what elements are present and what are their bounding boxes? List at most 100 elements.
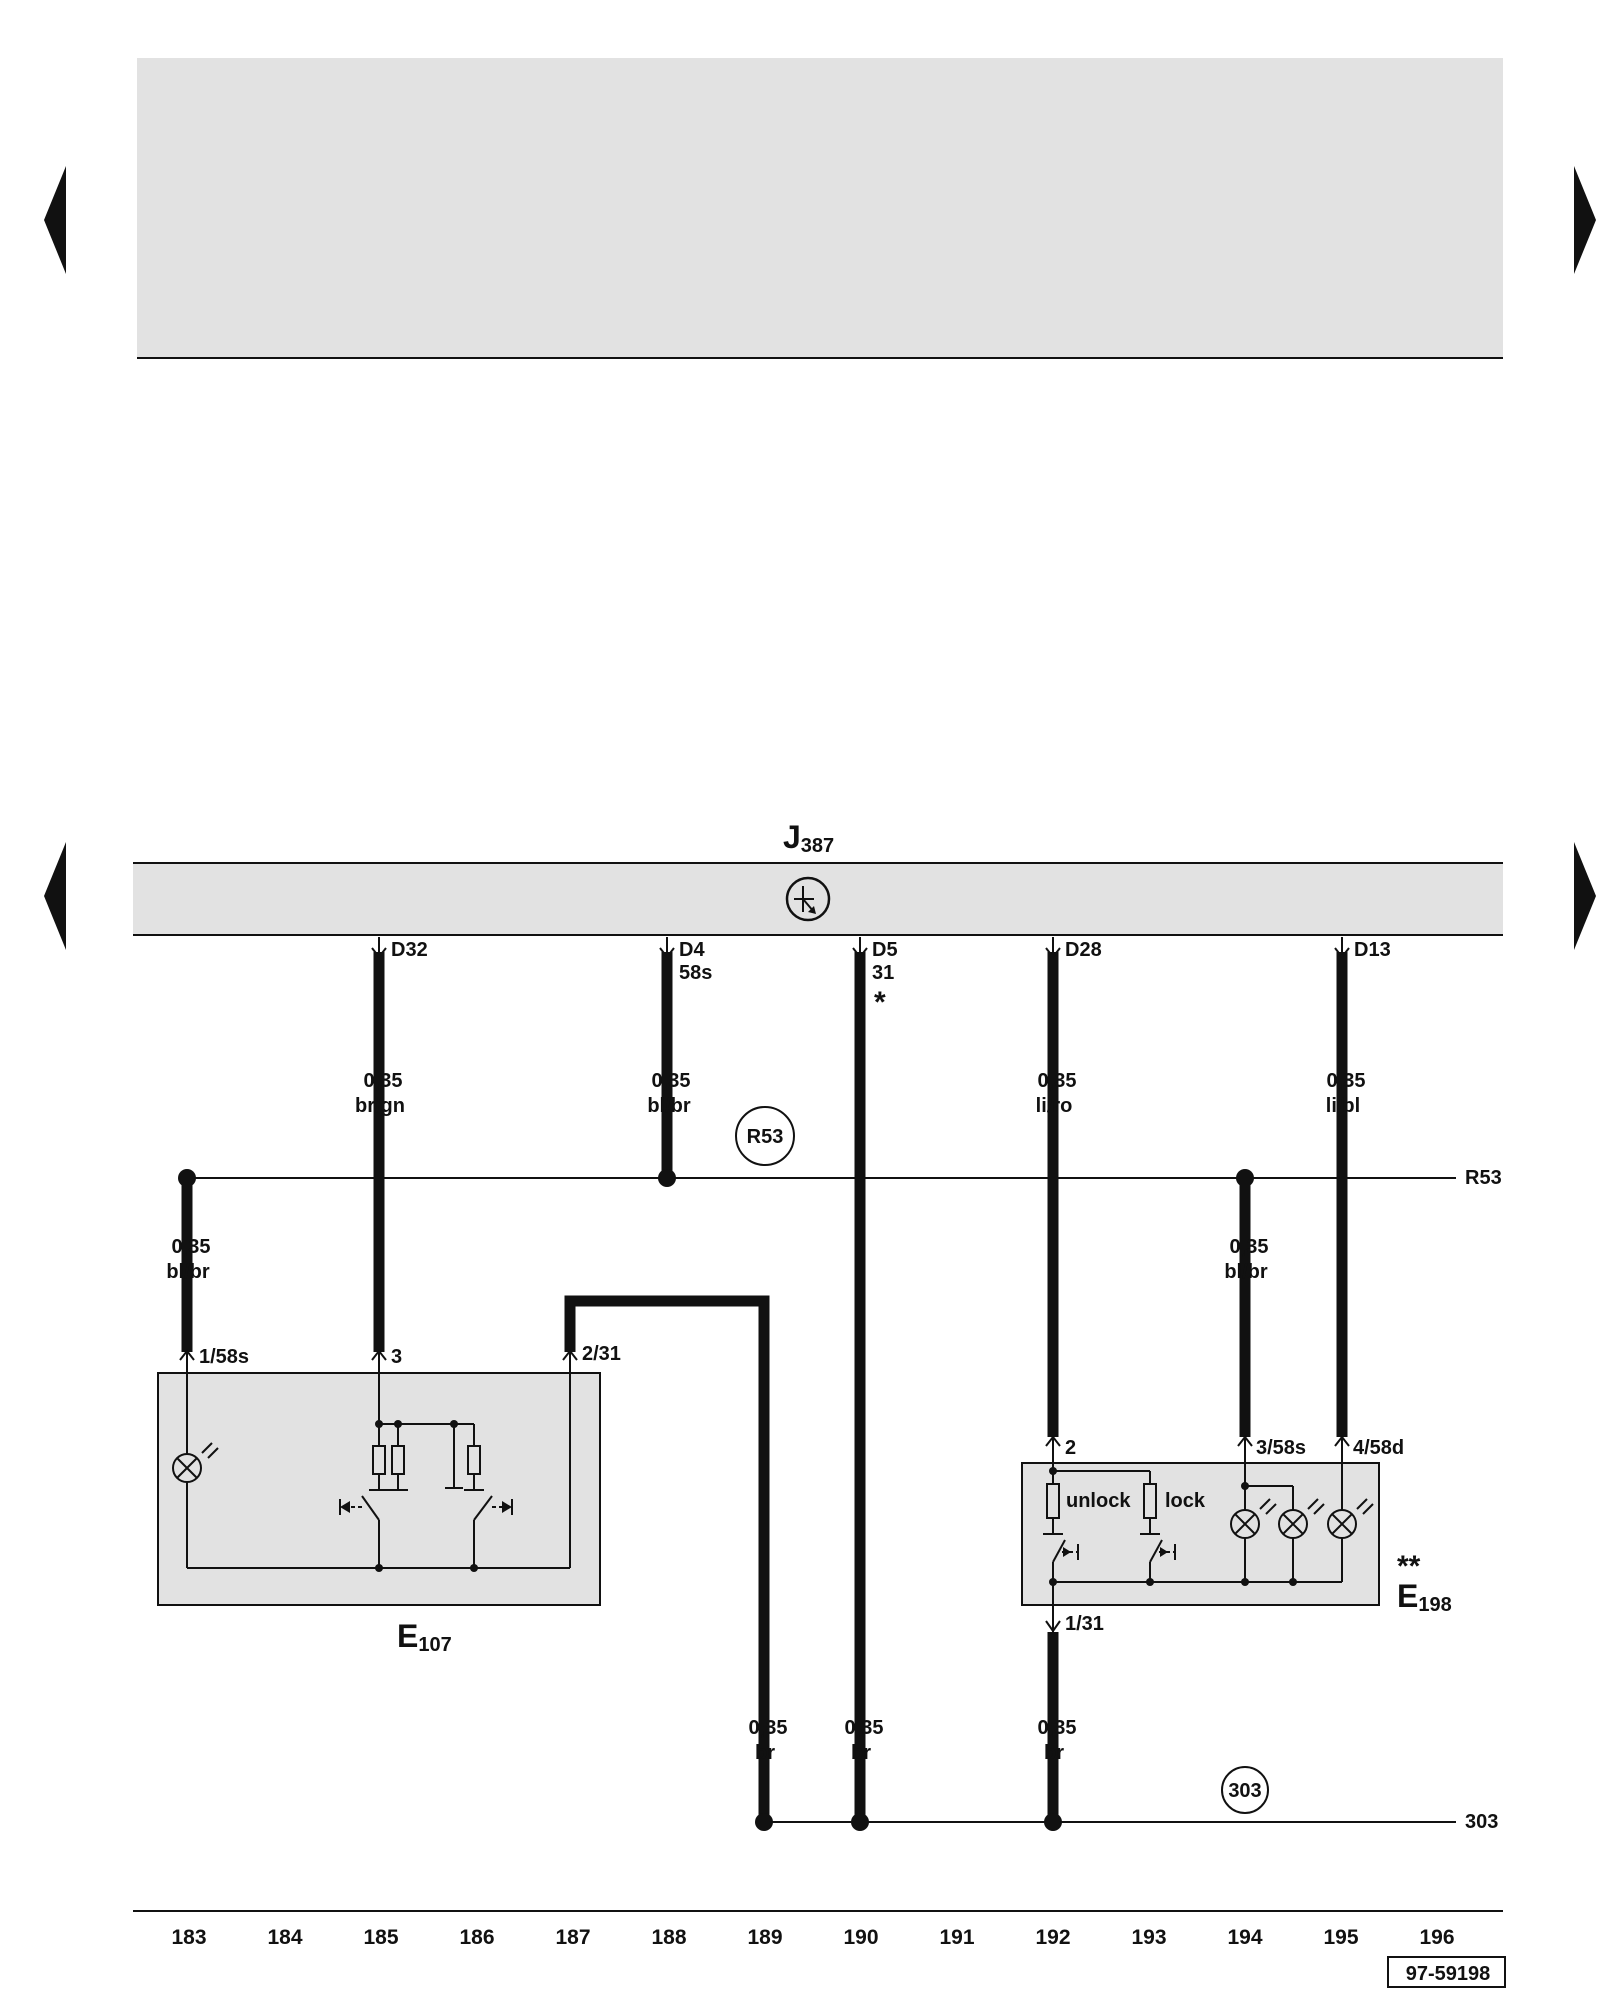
wire-e107-pin1-color: bl/br: [166, 1261, 210, 1283]
e107-lamp-icon: [172, 1442, 219, 1483]
track-number: 194: [1227, 1926, 1262, 1949]
wire-d4: [658, 937, 676, 1187]
wire-d4-size: 0,35: [652, 1070, 691, 1092]
track-number: 185: [363, 1926, 398, 1949]
track-number: 195: [1323, 1926, 1358, 1949]
e198-node-6: [1289, 1578, 1297, 1586]
ecu-box: [133, 863, 1503, 935]
e198-lamp-2-icon: [1278, 1498, 1325, 1539]
ecu-symbol-icon: [785, 876, 831, 922]
e198-pin2-label: 2: [1065, 1437, 1076, 1459]
wire-d32: [371, 937, 387, 1352]
e198-pin3-label: 3/58s: [1256, 1437, 1306, 1459]
e107-node-4: [375, 1564, 383, 1572]
e107-node-3: [450, 1420, 458, 1428]
e198-node-2: [1241, 1482, 1249, 1490]
e198-lamp-1-icon: [1230, 1498, 1277, 1539]
prev-page-arrow-top[interactable]: [44, 166, 66, 274]
e107-node-2: [394, 1420, 402, 1428]
wire-d13-size: 0,35: [1327, 1070, 1366, 1092]
figure-id: 97-59198: [1406, 1963, 1491, 1985]
r53-connection-marker: R53: [735, 1106, 795, 1166]
pin-d5-note: *: [874, 986, 886, 1019]
wire-r53-to-e198: [1236, 1169, 1254, 1437]
wire-e107-ground-size: 0,35: [749, 1717, 788, 1739]
e198-unlock-label: unlock: [1066, 1490, 1131, 1512]
g303-connection-marker: 303: [1221, 1766, 1269, 1814]
wire-d28-color: li/ro: [1036, 1095, 1073, 1117]
track-numbers: 183 184 185 186 187 188 189 190 191 192 193 194 195 1…: [171, 1926, 1454, 1949]
pin-d5-terminal: 31: [872, 962, 894, 984]
e198-label: E198: [1397, 1578, 1452, 1616]
header-panel: [137, 58, 1503, 358]
e198-node-4: [1146, 1578, 1154, 1586]
ecu-label: J387: [783, 819, 834, 857]
figure-id-box: [1387, 1956, 1506, 1988]
pin-d13-label: D13: [1354, 939, 1391, 961]
track-number: 187: [555, 1926, 590, 1949]
wire-e198-pin3-size: 0,35: [1230, 1236, 1269, 1258]
next-page-arrow-bottom[interactable]: [1574, 842, 1596, 950]
prev-page-arrow-bottom[interactable]: [44, 842, 66, 950]
track-number: 188: [651, 1926, 686, 1949]
e107-label: E107: [397, 1618, 452, 1656]
wire-e198-pin3-color: bl/br: [1224, 1261, 1268, 1283]
wire-d4-color: bl/br: [647, 1095, 691, 1117]
e198-lamp-3-icon: [1327, 1498, 1374, 1539]
e198-lock-switch-arrow: [1160, 1547, 1168, 1557]
track-number: 191: [939, 1926, 974, 1949]
wire-d28: [1045, 937, 1061, 1437]
wire-r53-to-e107: [178, 1169, 196, 1352]
e198-pin4-label: 4/58d: [1353, 1437, 1404, 1459]
wire-e198-ground: [1044, 1605, 1062, 1831]
e107-pin2-label: 2/31: [582, 1343, 621, 1365]
e107-pin-arrows: [179, 1349, 578, 1373]
e107-switch-left-arrow: [340, 1501, 350, 1513]
track-number: 192: [1035, 1926, 1070, 1949]
e198-lock-label: lock: [1165, 1490, 1206, 1512]
e107-pin3-label: 3: [391, 1346, 402, 1368]
e198-unlock-switch-arrow: [1063, 1547, 1071, 1557]
track-number: 193: [1131, 1926, 1166, 1949]
e107-node-1: [375, 1420, 383, 1428]
wire-d5-color: br: [851, 1742, 871, 1764]
e198-note: **: [1397, 1550, 1421, 1583]
wire-d5: [851, 937, 869, 1831]
pin-d4-terminal: 58s: [679, 962, 712, 984]
wire-d28-size: 0,35: [1038, 1070, 1077, 1092]
e198-pin-arrows: [1045, 1435, 1350, 1463]
wire-e198-ground-color: br: [1044, 1742, 1064, 1764]
track-number: 186: [459, 1926, 494, 1949]
pin-d4-label: D4: [679, 939, 705, 961]
track-number: 190: [843, 1926, 878, 1949]
wire-e107-pin1-size: 0,35: [172, 1236, 211, 1258]
g303-line-label: 303: [1465, 1811, 1498, 1833]
r53-line-label: R53: [1465, 1167, 1502, 1189]
pin-d32-label: D32: [391, 939, 428, 961]
next-page-arrow-top[interactable]: [1574, 166, 1596, 274]
r53-circle-label: R53: [747, 1126, 784, 1148]
e107-switch-right-arrow: [502, 1501, 512, 1513]
wire-d32-color: br/gn: [355, 1095, 405, 1117]
pin-d28-label: D28: [1065, 939, 1102, 961]
track-number: 189: [747, 1926, 782, 1949]
wire-d13-color: li/bl: [1326, 1095, 1360, 1117]
pin-d5-label: D5: [872, 939, 898, 961]
e198-node-5: [1241, 1578, 1249, 1586]
track-number: 184: [267, 1926, 302, 1949]
wire-e198-ground-size: 0,35: [1038, 1717, 1077, 1739]
track-number: 183: [171, 1926, 206, 1949]
e198-node-1: [1049, 1467, 1057, 1475]
e198-box: [1021, 1462, 1380, 1606]
wire-d5-size: 0,35: [845, 1717, 884, 1739]
e198-node-3: [1049, 1578, 1057, 1586]
wire-d32-size: 0,35: [364, 1070, 403, 1092]
e107-pin1-label: 1/58s: [199, 1346, 249, 1368]
e107-node-5: [470, 1564, 478, 1572]
g303-circle-label: 303: [1228, 1780, 1261, 1802]
wire-e107-ground-color: br: [755, 1742, 775, 1764]
e198-pin1-label: 1/31: [1065, 1613, 1104, 1635]
track-number: 196: [1419, 1926, 1454, 1949]
wire-d13: [1334, 937, 1350, 1437]
